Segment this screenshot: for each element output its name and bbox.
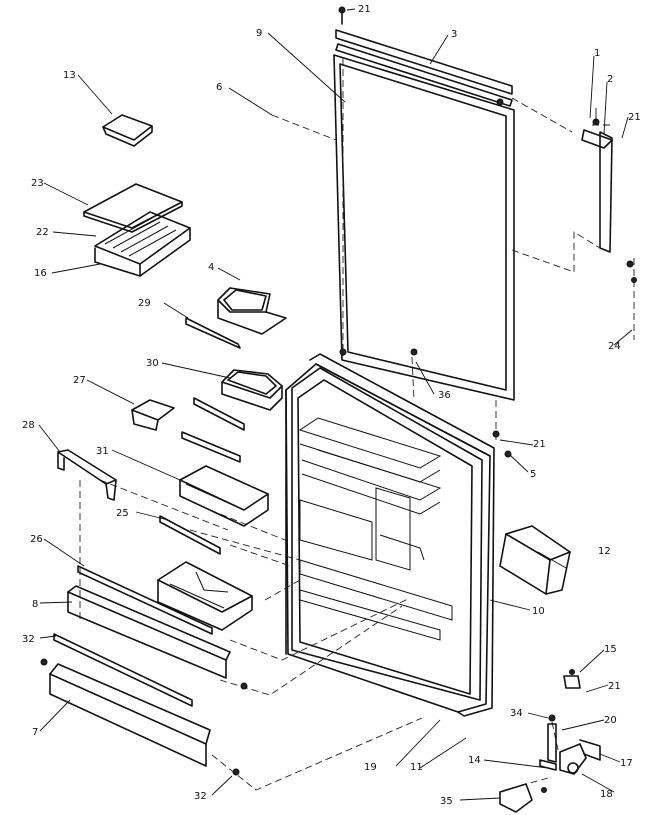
leader-lines: [38, 8, 633, 801]
callout-31: 31: [96, 446, 109, 457]
callout-21-right: 21: [628, 112, 641, 123]
bottom-door-shelf: [157, 561, 253, 631]
callout-19: 19: [364, 762, 377, 773]
callout-1: 1: [594, 48, 600, 59]
screws-lower: [40, 260, 637, 776]
door-bin-bottom: [49, 663, 211, 767]
ice-tray-cover: [83, 183, 183, 233]
callout-4: 4: [208, 262, 214, 273]
door-top-trim: [335, 29, 513, 107]
callout-21-hinge: 21: [608, 681, 621, 692]
door-outer-panel: [333, 54, 515, 401]
callout-15: 15: [604, 644, 617, 655]
screw-top: [338, 6, 504, 106]
callout-23: 23: [31, 178, 44, 189]
can-holder: [131, 399, 175, 431]
butter-dish-cover: [102, 114, 153, 147]
callout-labels: 1 2 3 4 5 6 7 8 9 10 11 12 13 14 15 16 1…: [22, 4, 641, 807]
door-bar-middle: [159, 515, 221, 555]
callout-10: 10: [532, 606, 545, 617]
assembly-lines: [79, 58, 635, 791]
callout-20: 20: [604, 715, 617, 726]
door-liner: [285, 363, 491, 713]
callout-36: 36: [438, 390, 451, 401]
callout-27: 27: [73, 375, 86, 386]
callout-21-top: 21: [358, 4, 371, 15]
callout-5: 5: [530, 469, 536, 480]
callout-34: 34: [510, 708, 523, 719]
door-bar-upper: [185, 317, 241, 349]
top-hinge: [581, 108, 613, 253]
ice-bin: [94, 227, 191, 277]
callout-24: 24: [608, 341, 621, 352]
door-gasket: [309, 353, 495, 717]
callout-30: 30: [146, 358, 159, 369]
handle-cover: [499, 525, 571, 595]
callout-17: 17: [620, 758, 633, 769]
callout-26: 26: [30, 534, 43, 545]
callout-3: 3: [451, 29, 457, 40]
callout-9: 9: [256, 28, 262, 39]
callout-29: 29: [138, 298, 151, 309]
callout-6: 6: [216, 82, 222, 93]
dairy-bar: [181, 397, 245, 463]
callout-25: 25: [116, 508, 129, 519]
callout-16: 16: [34, 268, 47, 279]
callout-8: 8: [32, 599, 38, 610]
callout-14: 14: [468, 755, 481, 766]
dairy-door: [221, 369, 283, 411]
shelf-bar-lower: [77, 565, 213, 635]
egg-tray: [217, 287, 287, 335]
bottom-hinge-assembly: [499, 669, 601, 813]
callout-35: 35: [440, 796, 453, 807]
shelf-retainer-side: [57, 449, 117, 501]
callout-12: 12: [598, 546, 611, 557]
callout-32-lower: 32: [194, 791, 207, 802]
callout-7: 7: [32, 727, 38, 738]
shelf-bar-bottom: [53, 633, 193, 707]
callout-11: 11: [410, 762, 423, 773]
callout-13: 13: [63, 70, 76, 81]
callout-22: 22: [36, 227, 49, 238]
callout-21-door: 21: [533, 439, 546, 450]
callout-32-upper: 32: [22, 634, 35, 645]
callout-18: 18: [600, 789, 613, 800]
door-bin-lower: [67, 585, 231, 679]
door-shelf-small: [179, 465, 269, 527]
callout-2: 2: [607, 74, 613, 85]
callout-28: 28: [22, 420, 35, 431]
